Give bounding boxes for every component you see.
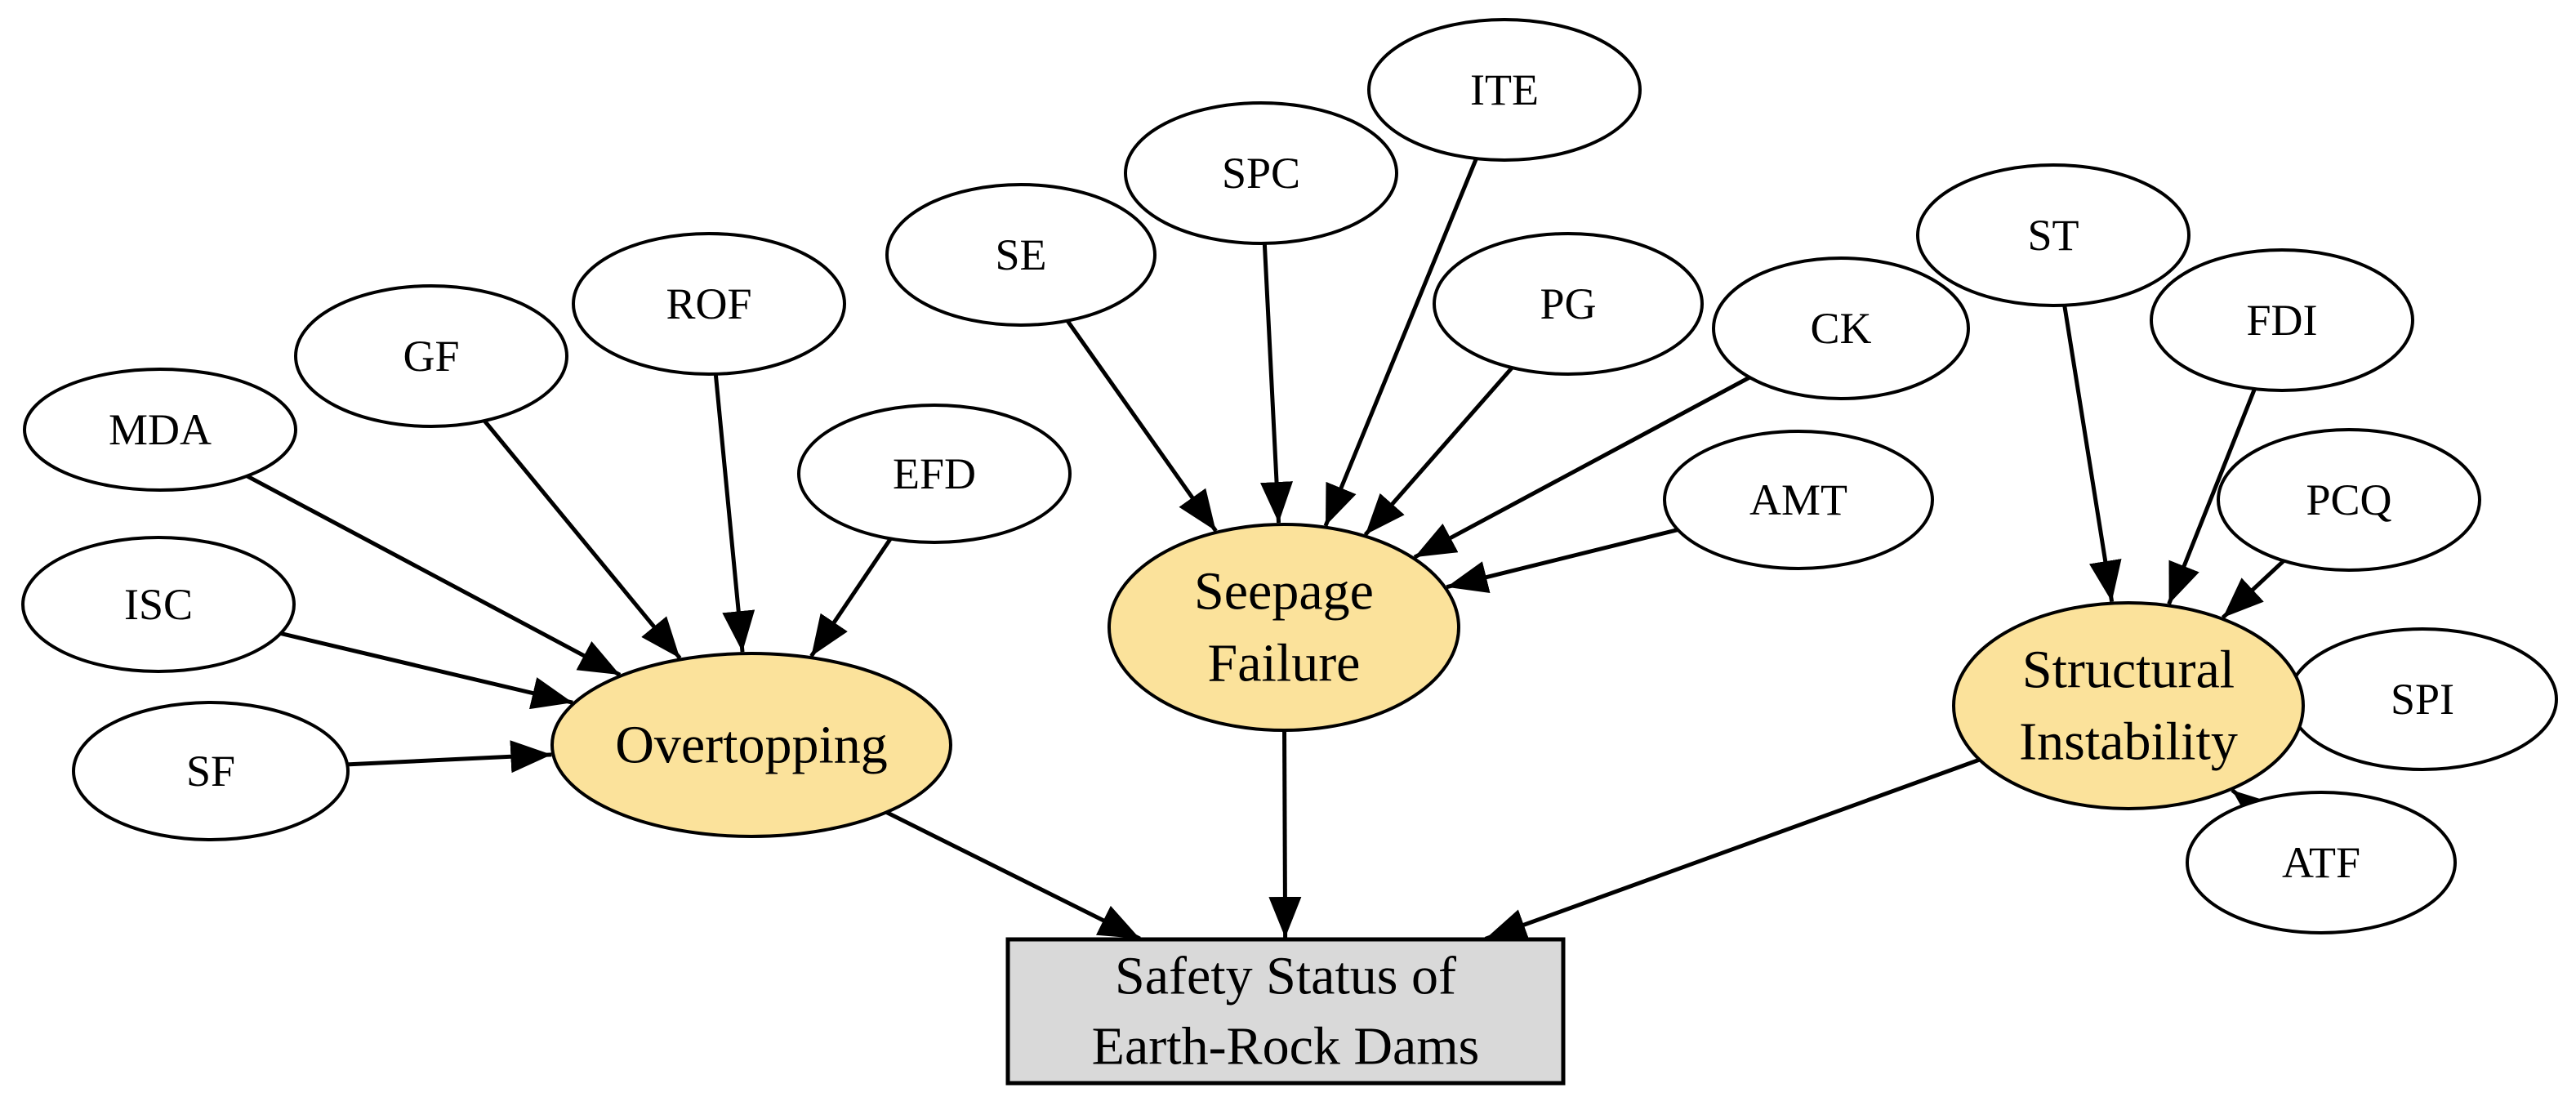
factor-node-mda: MDA bbox=[23, 368, 297, 492]
factor-node-sf: SF bbox=[72, 701, 350, 841]
factor-node-st-shape bbox=[1916, 163, 2190, 307]
factor-node-ck-shape bbox=[1712, 256, 1970, 400]
factor-node-spc: SPC bbox=[1124, 101, 1398, 245]
factor-node-gf: GF bbox=[294, 284, 568, 428]
factor-node-pcq-label: PCQ bbox=[2306, 475, 2391, 524]
outcome-node-safety-status: Safety Status of Earth-Rock Dams bbox=[1005, 937, 1566, 1086]
edge-seepage-to-safety bbox=[1268, 729, 1302, 939]
failure-mode-node-seepage-label-line-1: Seepage bbox=[1194, 562, 1374, 622]
factor-node-isc-shape bbox=[21, 536, 296, 673]
factor-node-spc-shape bbox=[1124, 101, 1398, 245]
edge-ck-to-seepage bbox=[1413, 375, 1751, 560]
factor-node-spi-label: SPI bbox=[2391, 675, 2454, 724]
outcome-node-safety-status-shape bbox=[1005, 937, 1566, 1086]
factor-node-pg-shape bbox=[1433, 232, 1704, 376]
edge-ite-to-seepage bbox=[1323, 158, 1478, 527]
factor-node-amt: AMT bbox=[1663, 430, 1934, 570]
factor-node-st-label: ST bbox=[2027, 211, 2079, 260]
failure-mode-node-overtopping: Overtopping bbox=[550, 652, 952, 838]
outcome-node-safety-status-label-line-2: Earth-Rock Dams bbox=[1092, 1017, 1480, 1077]
edges-layer bbox=[246, 158, 2305, 941]
factor-node-fdi: FDI bbox=[2150, 248, 2414, 392]
factor-node-pcq-shape bbox=[2217, 428, 2481, 572]
factor-node-mda-label: MDA bbox=[109, 405, 212, 454]
edge-st-to-structural bbox=[2062, 305, 2122, 602]
factor-node-rof-shape bbox=[572, 232, 846, 376]
edge-isc-to-overtopping bbox=[280, 631, 573, 710]
edge-structural-to-safety bbox=[1484, 757, 1981, 941]
factor-node-se-shape bbox=[885, 183, 1157, 327]
factor-node-sf-label: SF bbox=[186, 747, 235, 796]
factor-node-spc-label: SPC bbox=[1222, 149, 1300, 198]
factor-node-efd-shape bbox=[797, 404, 1072, 544]
factor-node-atf: ATF bbox=[2186, 791, 2457, 934]
failure-mode-node-overtopping-label: Overtopping bbox=[615, 716, 888, 775]
edge-atf-to-structural bbox=[2231, 788, 2275, 829]
failure-mode-node-structural-label-line-2: Instability bbox=[2019, 712, 2238, 772]
failure-mode-node-seepage-label-line-2: Failure bbox=[1208, 634, 1361, 693]
factor-node-isc: ISC bbox=[21, 536, 296, 673]
factor-node-st: ST bbox=[1916, 163, 2190, 307]
factor-node-ite-label: ITE bbox=[1470, 65, 1539, 114]
factor-node-amt-shape bbox=[1663, 430, 1934, 570]
factor-node-fdi-label: FDI bbox=[2246, 296, 2317, 345]
edge-sf-to-overtopping bbox=[347, 740, 552, 774]
outcome-node-safety-status-label-line-1: Safety Status of bbox=[1115, 947, 1456, 1006]
edge-efd-to-overtopping bbox=[809, 537, 893, 658]
edge-rof-to-overtopping bbox=[713, 373, 755, 653]
factor-node-ck-label: CK bbox=[1810, 304, 1871, 353]
factor-node-rof-label: ROF bbox=[666, 279, 751, 328]
factor-node-ite-shape bbox=[1367, 18, 1642, 162]
failure-mode-node-overtopping-shape bbox=[550, 652, 952, 838]
nodes-layer: MDA GF ROF EFD ISC SF SE SPC ITE PG CK AMT ST FDI PCQ S… bbox=[21, 18, 2558, 1086]
edge-spc-to-seepage bbox=[1260, 243, 1294, 524]
factor-node-rof: ROF bbox=[572, 232, 846, 376]
factor-node-spi: SPI bbox=[2287, 627, 2558, 771]
factor-node-efd: EFD bbox=[797, 404, 1072, 544]
edge-se-to-seepage bbox=[1065, 319, 1218, 533]
factor-node-ite: ITE bbox=[1367, 18, 1642, 162]
edge-pcq-to-structural bbox=[2221, 559, 2285, 619]
factor-node-mda-shape bbox=[23, 368, 297, 492]
factor-node-pg-label: PG bbox=[1540, 279, 1596, 328]
factor-node-se: SE bbox=[885, 183, 1157, 327]
factor-node-atf-shape bbox=[2186, 791, 2457, 934]
factor-node-pg: PG bbox=[1433, 232, 1704, 376]
factor-node-gf-label: GF bbox=[403, 332, 459, 381]
edge-overtopping-to-safety bbox=[885, 810, 1141, 941]
factor-node-efd-label: EFD bbox=[893, 449, 976, 498]
factor-node-isc-label: ISC bbox=[124, 580, 193, 629]
factor-node-atf-label: ATF bbox=[2282, 838, 2360, 887]
failure-mode-node-structural-label-line-1: Structural bbox=[2022, 640, 2235, 700]
edge-fdi-to-structural bbox=[2167, 388, 2257, 605]
factor-node-sf-shape bbox=[72, 701, 350, 841]
factor-node-gf-shape bbox=[294, 284, 568, 428]
factor-node-ck: CK bbox=[1712, 256, 1970, 400]
factor-node-se-label: SE bbox=[995, 230, 1046, 279]
failure-mode-node-structural-shape bbox=[1952, 601, 2305, 810]
factor-node-amt-label: AMT bbox=[1749, 475, 1847, 524]
factor-node-pcq: PCQ bbox=[2217, 428, 2481, 572]
failure-mode-node-seepage-shape bbox=[1108, 523, 1460, 732]
edge-pg-to-seepage bbox=[1363, 366, 1514, 537]
edge-gf-to-overtopping bbox=[483, 419, 682, 660]
factor-node-fdi-shape bbox=[2150, 248, 2414, 392]
edge-mda-to-overtopping bbox=[246, 474, 622, 677]
edge-amt-to-seepage bbox=[1446, 528, 1678, 594]
